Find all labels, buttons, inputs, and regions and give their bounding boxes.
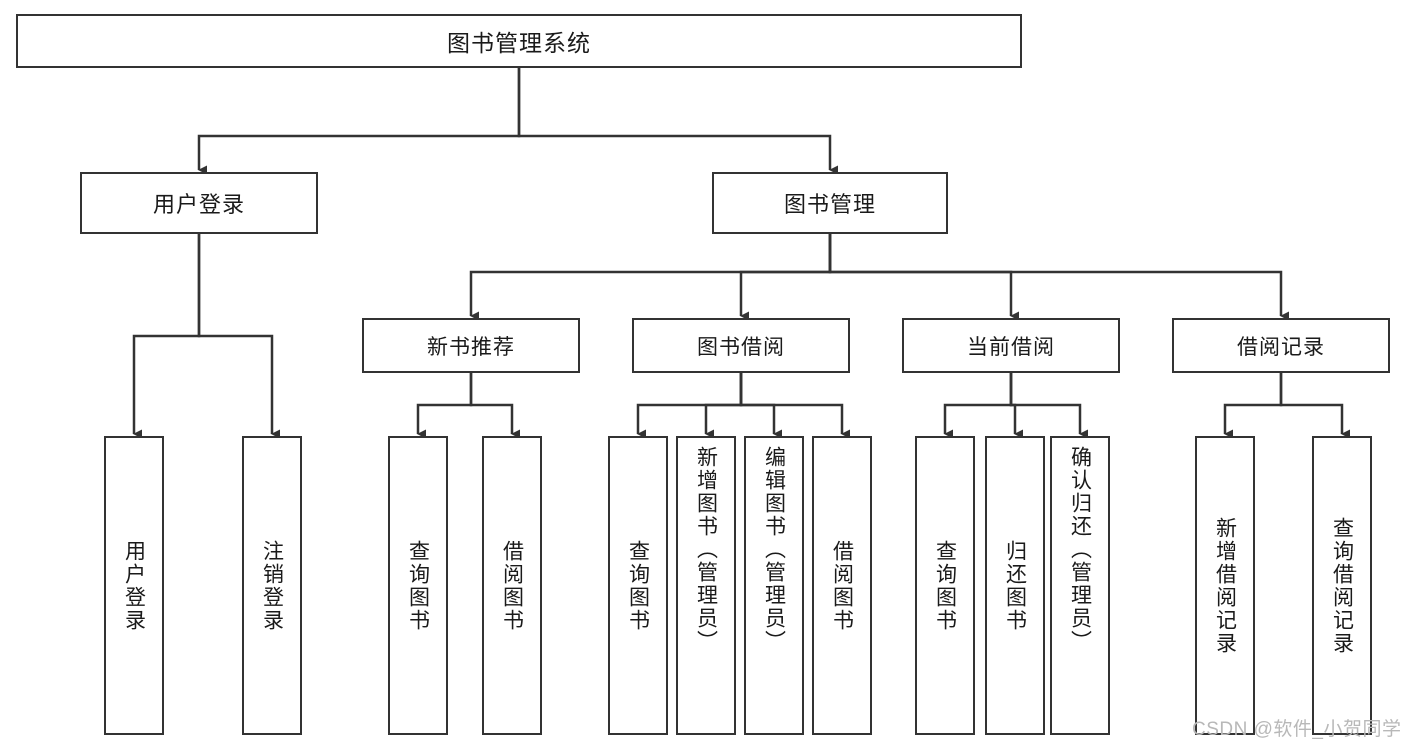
leaf-node-box: 借阅图书 — [482, 436, 542, 735]
level2-node-box: 用户登录 — [80, 172, 318, 234]
connector-edge — [469, 373, 520, 439]
leaf-node-box: 确认归还（管理员） — [1050, 436, 1110, 735]
leaf-node-label: 查询图书 — [626, 539, 650, 632]
leaf-node-label: 新增图书（管理员） — [694, 446, 718, 653]
root-node-label: 图书管理系统 — [447, 30, 591, 56]
leaf-node-box: 查询图书 — [915, 436, 975, 735]
connector-edge — [517, 68, 838, 175]
connector-edge — [1279, 373, 1350, 439]
leaf-node-label: 查询借阅记录 — [1330, 516, 1354, 655]
leaf-node-label: 新增借阅记录 — [1213, 516, 1237, 655]
level3-node-box: 当前借阅 — [902, 318, 1120, 373]
connector-edge — [943, 373, 1013, 439]
leaf-node-label: 借阅图书 — [830, 539, 854, 632]
leaf-node-box: 用户登录 — [104, 436, 164, 735]
connector-edge — [636, 373, 743, 439]
leaf-node-box: 查询图书 — [608, 436, 668, 735]
edges — [132, 68, 1350, 439]
connector-edge — [469, 234, 832, 321]
level3-node-box: 新书推荐 — [362, 318, 580, 373]
level3-node-label: 当前借阅 — [967, 335, 1055, 359]
level3-node-label: 新书推荐 — [427, 335, 515, 359]
level3-node-label: 图书借阅 — [697, 335, 785, 359]
root-node-box: 图书管理系统 — [16, 14, 1022, 68]
connector-edge — [197, 68, 521, 175]
leaf-node-label: 用户登录 — [122, 539, 146, 632]
leaf-node-box: 新增图书（管理员） — [676, 436, 736, 735]
level2-node-label: 图书管理 — [783, 192, 876, 217]
leaf-node-label: 查询图书 — [406, 539, 430, 632]
leaf-node-label: 借阅图书 — [500, 539, 524, 632]
connector-edge — [1009, 373, 1023, 439]
leaf-node-label: 编辑图书（管理员） — [762, 446, 786, 653]
connector-edge — [828, 234, 1019, 321]
leaf-node-box: 查询借阅记录 — [1312, 436, 1372, 735]
leaf-node-box: 查询图书 — [388, 436, 448, 735]
leaf-node-box: 新增借阅记录 — [1195, 436, 1255, 735]
connector-edge — [739, 373, 782, 439]
leaf-node-label: 查询图书 — [933, 539, 957, 632]
level3-node-label: 借阅记录 — [1237, 335, 1325, 359]
leaf-node-label: 注销登录 — [260, 539, 284, 632]
connector-edge — [739, 373, 850, 439]
connector-edge — [1223, 373, 1283, 439]
watermark-label: CSDN @软件_小贺同学 — [1192, 719, 1402, 740]
connector-edge — [1009, 373, 1088, 439]
leaf-node-box: 注销登录 — [242, 436, 302, 735]
connector-edge — [197, 234, 280, 439]
connector-edge — [828, 234, 1289, 321]
connector-edge — [739, 234, 832, 321]
level2-node-label: 用户登录 — [152, 192, 245, 217]
leaf-node-box: 归还图书 — [985, 436, 1045, 735]
level3-node-box: 图书借阅 — [632, 318, 850, 373]
connector-edge — [132, 234, 201, 439]
level3-node-box: 借阅记录 — [1172, 318, 1390, 373]
connector-edge — [416, 373, 473, 439]
leaf-node-label: 确认归还（管理员） — [1068, 446, 1092, 653]
connector-edge — [704, 373, 743, 439]
leaf-node-box: 编辑图书（管理员） — [744, 436, 804, 735]
leaf-node-box: 借阅图书 — [812, 436, 872, 735]
level2-node-box: 图书管理 — [712, 172, 948, 234]
leaf-node-label: 归还图书 — [1003, 539, 1027, 632]
